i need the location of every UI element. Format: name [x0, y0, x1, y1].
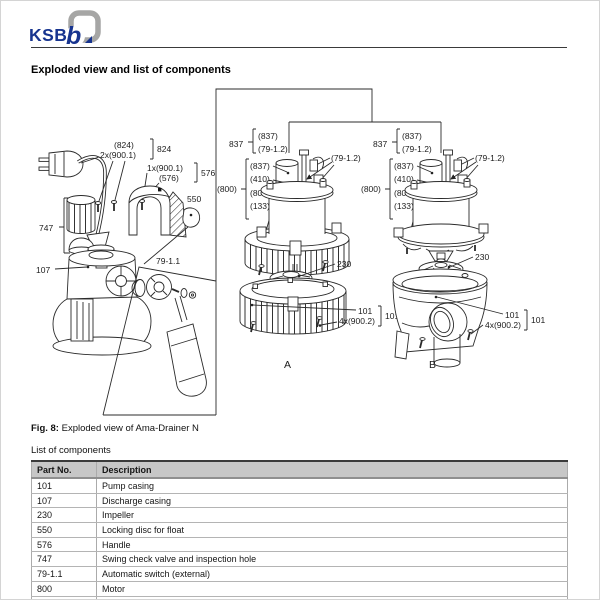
label-837-group-a: 837 (837) (79-1.2) — [229, 128, 288, 154]
handle-cover — [128, 185, 187, 238]
float-switch-group: 79-1.1 — [102, 256, 217, 416]
stack-837-b: (837) — [394, 161, 414, 171]
connector-lines — [215, 88, 442, 415]
cell-description: Motor — [96, 581, 568, 597]
label-837-ref2: (79-1.2) — [258, 144, 288, 154]
col-header-description: Description — [96, 460, 568, 479]
logo-text: KSB — [29, 25, 67, 45]
label-800-outer: (800) — [217, 184, 237, 194]
assembly-b: 837 (837) (79-1.2) (79-1.2) (800) (837) … — [361, 128, 545, 371]
pump-casing-a: 101 4x(900.2) 101 — [239, 277, 399, 335]
label-837-ref2-b: (79-1.2) — [402, 144, 432, 154]
page-title: Exploded view and list of components — [31, 64, 231, 76]
cell-part-no: 824 — [31, 596, 97, 599]
label-824-qty: 2x(900.1) — [100, 150, 136, 160]
logo-dot — [85, 36, 92, 43]
label-107: 107 — [36, 265, 50, 275]
label-101-ref-b: 101 — [505, 310, 519, 320]
label-824-ref: (824) — [114, 140, 134, 150]
label-800-outer-b: (800) — [361, 184, 381, 194]
cell-description: Automatic switch (external) — [96, 566, 568, 582]
cell-part-no: 101 — [31, 478, 97, 494]
label-576-qty: 1x(900.1) — [147, 163, 183, 173]
cell-part-no: 800 — [31, 581, 97, 597]
label-837-ref1-b: (837) — [402, 131, 422, 141]
cell-description: Discharge casing — [96, 493, 568, 509]
label-101-qty-a: 4x(900.2) — [339, 316, 375, 326]
list-of-components-title: List of components — [31, 445, 111, 456]
motor-a — [244, 149, 350, 276]
header-rule — [31, 47, 567, 48]
stack-800-b: (800) — [394, 188, 414, 198]
label-747: 747 — [39, 223, 53, 233]
label-79-1-2: (79-1.2) — [331, 153, 361, 163]
ksb-logo-mark: b — [65, 10, 101, 50]
stack-410-b: (410) — [394, 174, 414, 184]
screws-900-1 — [94, 199, 146, 212]
label-79-1-1: 79-1.1 — [156, 256, 180, 266]
cell-description: Pump casing — [96, 478, 568, 494]
cell-description: Handle — [96, 537, 568, 553]
cell-description: Swing check valve and inspection hole — [96, 551, 568, 568]
table-row: 824Cable — [31, 596, 568, 599]
cell-description: Cable — [96, 596, 568, 599]
cell-description: Impeller — [96, 507, 568, 524]
label-550: 550 — [187, 194, 201, 204]
logo-b-glyph: b — [66, 22, 81, 50]
stack-410: (410) — [250, 174, 270, 184]
motor-b — [393, 149, 489, 263]
figure-caption-label: Fig. 8: — [31, 423, 59, 434]
label-576-ref: (576) — [159, 173, 179, 183]
float-locking-disc: 550 — [143, 194, 201, 265]
label-101-a: 101 — [385, 311, 399, 321]
stack-800: (800) — [250, 188, 270, 198]
variant-a-label: A — [284, 359, 291, 371]
figure-caption: Fig. 8: Exploded view of Ama-Drainer N — [31, 423, 199, 434]
label-837: 837 — [229, 139, 243, 149]
discharge-casing-107: 107 — [36, 244, 152, 356]
label-motor-stack-a: (800) (837) (410) (800) (133) — [217, 158, 300, 245]
label-79-1-2-b: (79-1.2) — [475, 153, 505, 163]
cell-part-no: 230 — [31, 507, 97, 524]
pump-casing-b: 101 4x(900.2) 101 — [392, 268, 545, 368]
label-824: 824 — [157, 144, 171, 154]
left-exploded-view: (824) 2x(900.1) 824 1x(900.1) (576) 576 — [36, 138, 217, 416]
cell-description: Locking disc for float — [96, 522, 568, 538]
label-101-qty-b: 4x(900.2) — [485, 320, 521, 330]
cell-part-no: 747 — [31, 551, 97, 568]
label-576: 576 — [201, 168, 215, 178]
label-837-ref1: (837) — [258, 131, 278, 141]
cell-part-no: 550 — [31, 522, 97, 538]
stack-837: (837) — [250, 161, 270, 171]
cell-part-no: 107 — [31, 493, 97, 509]
cell-part-no: 79-1.1 — [31, 566, 97, 582]
variant-b-label: B — [429, 359, 436, 371]
col-header-part-no: Part No. — [31, 460, 97, 479]
cell-part-no: 576 — [31, 537, 97, 553]
label-837-b: 837 — [373, 139, 387, 149]
label-cable-group: (824) 2x(900.1) 824 — [80, 138, 171, 202]
parts-table-header-row: Part No. Description — [31, 460, 568, 479]
label-230-b: 230 — [475, 252, 489, 262]
figure-caption-text: Exploded view of Ama-Drainer N — [58, 423, 199, 434]
stack-133-b: (133) — [394, 201, 414, 211]
label-101-b: 101 — [531, 315, 545, 325]
ksb-logo: b KSB — [29, 10, 101, 50]
swing-check-valve-parts: 747 — [39, 195, 96, 255]
stack-133: (133) — [250, 201, 270, 211]
label-230: 230 — [337, 259, 351, 269]
assembly-a: 837 (837) (79-1.2) (79-1.2) (800) (837) … — [217, 128, 399, 371]
label-101-ref-a: 101 — [358, 306, 372, 316]
label-837-group-b: 837 (837) (79-1.2) — [373, 128, 432, 154]
